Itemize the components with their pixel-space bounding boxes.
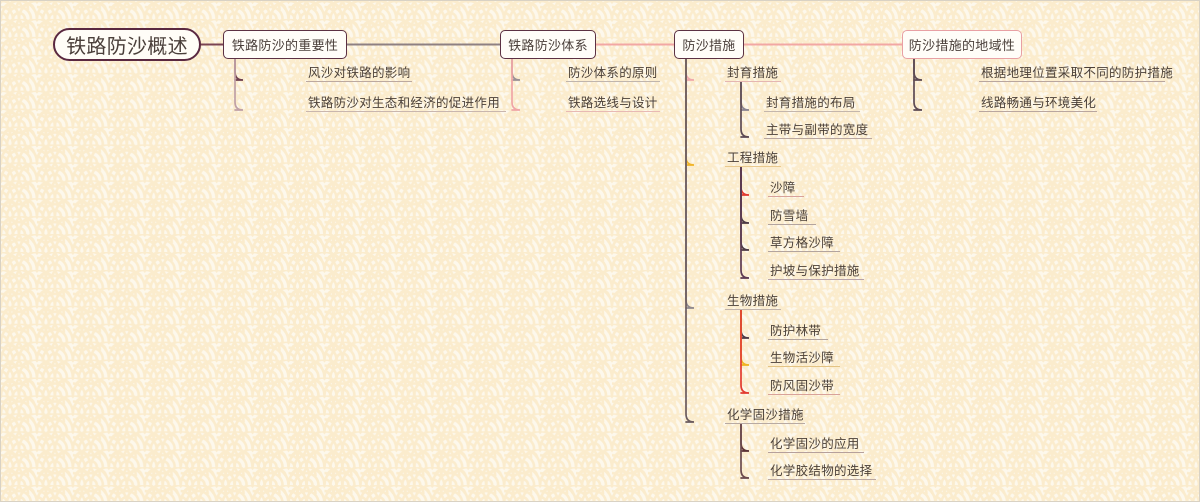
branch-child-regional-0-label: 根据地理位置采取不同的防护措施 xyxy=(981,65,1174,80)
root-node-label: 铁路防沙概述 xyxy=(66,34,188,58)
branch-child-measures-1-label: 工程措施 xyxy=(727,150,779,165)
branch-child-regional-1-label: 线路畅通与环境美化 xyxy=(981,95,1097,110)
edge xyxy=(740,423,750,479)
edge xyxy=(740,81,750,138)
branch-child-measures-0-label: 封育措施 xyxy=(727,65,779,80)
branch-grandchild-measures-1-0-label: 沙障 xyxy=(770,180,796,195)
branch-grandchild-measures-0-0[interactable]: 封育措施的布局 xyxy=(764,92,860,112)
edge xyxy=(740,166,750,279)
branch-grandchild-measures-2-1-label: 生物活沙障 xyxy=(770,350,835,365)
branch-child-measures-2[interactable]: 生物措施 xyxy=(725,290,781,310)
branch-child-importance-0-label: 风沙对铁路的影响 xyxy=(308,65,411,80)
branch-child-measures-2-label: 生物措施 xyxy=(727,293,779,308)
branch-child-importance-1[interactable]: 铁路防沙对生态和经济的促进作用 xyxy=(306,92,506,112)
branch-child-regional-1[interactable]: 线路畅通与环境美化 xyxy=(979,92,1097,112)
edge xyxy=(913,58,923,111)
edge xyxy=(740,166,750,251)
branch-grandchild-measures-0-0-label: 封育措施的布局 xyxy=(766,95,856,110)
branch-child-system-1[interactable]: 铁路选线与设计 xyxy=(566,92,660,112)
edge xyxy=(511,58,521,81)
edge xyxy=(685,58,695,81)
branch-node-importance-label: 铁路防沙的重要性 xyxy=(231,39,339,54)
branch-grandchild-measures-2-0-label: 防护林带 xyxy=(770,323,822,338)
edge xyxy=(740,166,750,224)
branch-grandchild-measures-3-1[interactable]: 化学胶结物的选择 xyxy=(768,460,876,480)
branch-grandchild-measures-2-2[interactable]: 防风固沙带 xyxy=(768,375,840,395)
edge xyxy=(685,58,695,166)
branch-node-measures-label: 防沙措施 xyxy=(682,39,736,54)
branch-node-system-label: 铁路防沙体系 xyxy=(508,39,588,54)
branch-grandchild-measures-1-3[interactable]: 护坡与保护措施 xyxy=(768,260,864,280)
edge xyxy=(234,58,244,81)
branch-child-regional-0[interactable]: 根据地理位置采取不同的防护措施 xyxy=(979,62,1173,82)
edge xyxy=(234,58,244,111)
edge xyxy=(740,309,750,394)
branch-node-system[interactable]: 铁路防沙体系 xyxy=(500,30,596,59)
branch-child-system-0-label: 防沙体系的原则 xyxy=(568,65,658,80)
edge xyxy=(740,309,750,339)
branch-grandchild-measures-1-2-label: 草方格沙障 xyxy=(770,235,835,250)
branch-child-measures-3[interactable]: 化学固沙措施 xyxy=(725,404,805,424)
branch-grandchild-measures-3-1-label: 化学胶结物的选择 xyxy=(770,463,873,478)
branch-grandchild-measures-1-3-label: 护坡与保护措施 xyxy=(770,263,860,278)
branch-child-importance-0[interactable]: 风沙对铁路的影响 xyxy=(306,62,412,82)
edge xyxy=(685,58,695,309)
branch-node-importance[interactable]: 铁路防沙的重要性 xyxy=(223,30,347,59)
branch-grandchild-measures-2-2-label: 防风固沙带 xyxy=(770,378,835,393)
branch-grandchild-measures-1-2[interactable]: 草方格沙障 xyxy=(768,232,840,252)
edge xyxy=(740,423,750,452)
branch-child-measures-3-label: 化学固沙措施 xyxy=(727,407,804,422)
branch-child-measures-1[interactable]: 工程措施 xyxy=(725,147,781,167)
branch-node-regional-label: 防沙措施的地域性 xyxy=(908,39,1016,54)
edge xyxy=(740,81,750,111)
branch-child-measures-0[interactable]: 封育措施 xyxy=(725,62,781,82)
root-node[interactable]: 铁路防沙概述 xyxy=(53,28,201,61)
branch-child-system-0[interactable]: 防沙体系的原则 xyxy=(566,62,660,82)
branch-grandchild-measures-0-1-label: 主带与副带的宽度 xyxy=(766,122,869,137)
branch-grandchild-measures-0-1[interactable]: 主带与副带的宽度 xyxy=(764,119,872,139)
branch-child-system-1-label: 铁路选线与设计 xyxy=(568,95,658,110)
branch-grandchild-measures-2-0[interactable]: 防护林带 xyxy=(768,320,828,340)
branch-grandchild-measures-3-0-label: 化学固沙的应用 xyxy=(770,436,860,451)
edge xyxy=(913,58,923,81)
edge xyxy=(740,166,750,196)
branch-node-regional[interactable]: 防沙措施的地域性 xyxy=(902,30,1022,59)
branch-grandchild-measures-1-1[interactable]: 防雪墙 xyxy=(768,205,816,225)
branch-child-importance-1-label: 铁路防沙对生态和经济的促进作用 xyxy=(308,95,501,110)
branch-grandchild-measures-2-1[interactable]: 生物活沙障 xyxy=(768,347,840,367)
branch-node-measures[interactable]: 防沙措施 xyxy=(674,30,744,59)
edge xyxy=(511,58,521,111)
edge xyxy=(685,58,695,423)
branch-grandchild-measures-1-0[interactable]: 沙障 xyxy=(768,177,804,197)
branch-grandchild-measures-1-1-label: 防雪墙 xyxy=(770,208,809,223)
branch-grandchild-measures-3-0[interactable]: 化学固沙的应用 xyxy=(768,433,864,453)
edge xyxy=(740,309,750,366)
